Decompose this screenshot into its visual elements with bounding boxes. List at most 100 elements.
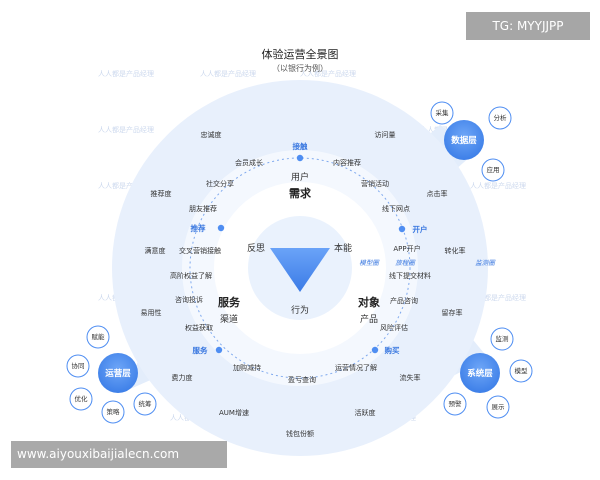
needs-label: 需求 — [289, 186, 312, 200]
data-layer-label: 数据层 — [451, 135, 477, 146]
metric-member-growth: 会员成长 — [235, 158, 263, 167]
data-item — [488, 106, 512, 130]
reflect-label: 反思 — [247, 243, 265, 254]
ops-item-label: 协同 — [72, 361, 85, 370]
metric-pnl-query: 盈亏查询 — [288, 375, 316, 384]
tg-watermark-badge: TG: MYYJJPP — [466, 12, 590, 40]
system-item-label: 预警 — [449, 399, 463, 408]
metric-rights-get: 权益获取 — [185, 323, 213, 332]
page-subtitle: （以银行为例） — [272, 63, 328, 73]
metric-retention: 留存率 — [442, 308, 463, 317]
ops-layer: 运营层 赋能 协同 优化 策略 统筹 — [66, 325, 157, 424]
ops-item — [69, 387, 93, 411]
model-circle-label: 模型圈 — [359, 259, 380, 267]
stage-recommend: 推荐 — [191, 223, 206, 233]
service-label: 服务 — [218, 295, 241, 309]
metric-click-rate: 点击率 — [427, 189, 448, 198]
monitor-circle-label: 监测圈 — [475, 259, 496, 267]
data-item — [430, 101, 454, 125]
watermark: 人人都是产品经理 — [200, 69, 256, 78]
ops-item — [66, 354, 90, 378]
system-layer-node — [460, 353, 500, 393]
stage-open: 开户 — [413, 224, 428, 234]
metric-recommend-rate: 推荐度 — [151, 189, 172, 198]
metric-ease-of-use: 易用性 — [141, 308, 162, 317]
metric-high-tier: 高阶权益了解 — [170, 271, 212, 280]
metric-cost-level: 费力度 — [172, 373, 193, 382]
metric-marketing-event: 营销活动 — [361, 179, 389, 188]
metric-activity: 活跃度 — [355, 408, 376, 417]
metric-friend-rec: 朋友推荐 — [189, 204, 217, 213]
watermark: 人人都是产品经理 — [300, 69, 356, 78]
system-item — [509, 359, 533, 383]
system-item — [490, 327, 514, 351]
stage-dot-contact — [296, 154, 304, 162]
watermark: 人人都是产品经理 — [98, 181, 154, 190]
metric-conversion: 转化率 — [445, 246, 466, 255]
system-item — [486, 395, 510, 419]
footer-url-banner[interactable]: www.aiyouxibaijialecn.com — [11, 441, 227, 468]
metric-app-open: APP开户 — [393, 244, 420, 253]
ops-layer-node — [98, 353, 138, 393]
data-layer: 数据层 采集 分析 应用 — [430, 101, 512, 182]
dashed-ring — [189, 157, 411, 379]
ops-item — [101, 400, 125, 424]
travel-circle-label: 旅程圈 — [395, 259, 416, 267]
metric-cross-sell: 交叉营销接触 — [179, 246, 221, 255]
data-item — [481, 158, 505, 182]
ops-item-label: 优化 — [75, 394, 89, 403]
ops-item-label: 统筹 — [139, 399, 153, 408]
watermark: 人人都是产品经理 — [98, 69, 154, 78]
metric-wallet-share: 钱包份额 — [286, 429, 314, 438]
metric-satisfaction: 满意度 — [145, 246, 166, 255]
metric-offline-docs: 线下提交材料 — [389, 271, 431, 280]
behavior-label: 行为 — [291, 304, 309, 316]
data-layer-node — [444, 120, 484, 160]
data-item-label: 应用 — [487, 165, 500, 174]
metric-consult-complaint: 咨询投诉 — [175, 295, 203, 304]
system-item-label: 监测 — [496, 334, 510, 343]
ops-item — [86, 325, 110, 349]
watermark: 人人都是产品经理 — [470, 293, 526, 302]
product-label: 产品 — [360, 313, 378, 325]
ops-item-label: 赋能 — [92, 332, 106, 341]
metric-offline-branch: 线下网点 — [382, 204, 410, 213]
user-label: 用户 — [291, 171, 309, 183]
ops-layer-label: 运营层 — [105, 368, 131, 379]
stage-dot-open — [398, 225, 406, 233]
system-item-label: 展示 — [492, 403, 506, 411]
stage-service: 服务 — [193, 345, 208, 355]
metric-risk-eval: 风险评估 — [380, 323, 408, 332]
metric-loyalty: 忠诚度 — [201, 130, 222, 139]
metric-social-share: 社交分享 — [206, 179, 234, 188]
system-item — [443, 392, 467, 416]
instinct-label: 本能 — [334, 242, 352, 254]
metric-content-rec: 内容推荐 — [333, 158, 361, 167]
stage-dot-service — [215, 346, 223, 354]
ops-item-label: 策略 — [107, 407, 121, 416]
stage-dot-purchase — [371, 346, 379, 354]
metric-product-consult: 产品咨询 — [390, 296, 418, 305]
system-item-label: 模型 — [515, 366, 529, 375]
metric-churn-rate: 流失率 — [400, 373, 421, 382]
metric-ops-status: 运营情况了解 — [335, 363, 377, 372]
page-title: 体验运营全景图 — [262, 47, 339, 61]
metric-aum-growth: AUM增速 — [219, 408, 249, 417]
watermark: 人人都是产品经理 — [470, 181, 526, 190]
stage-contact: 接触 — [293, 141, 308, 151]
metric-visits: 访问量 — [375, 130, 396, 139]
metric-labels: 忠诚度 访问量 会员成长 内容推荐 社交分享 营销活动 推荐度 点击率 朋友推荐… — [141, 130, 466, 438]
data-item-label: 采集 — [436, 108, 450, 117]
data-item-label: 分析 — [494, 113, 508, 122]
metric-add-hold: 加购减持 — [233, 363, 261, 372]
watermark: 人人都是产品经理 — [98, 125, 154, 134]
system-layer: 系统层 监测 模型 展示 预警 — [443, 327, 533, 419]
center-triangle — [270, 248, 330, 292]
ops-item — [133, 392, 157, 416]
object-label: 对象 — [358, 295, 380, 309]
channel-label: 渠道 — [220, 313, 238, 325]
stage-dot-recommend — [217, 224, 225, 232]
stage-purchase: 购买 — [385, 345, 400, 355]
system-layer-label: 系统层 — [467, 368, 493, 379]
